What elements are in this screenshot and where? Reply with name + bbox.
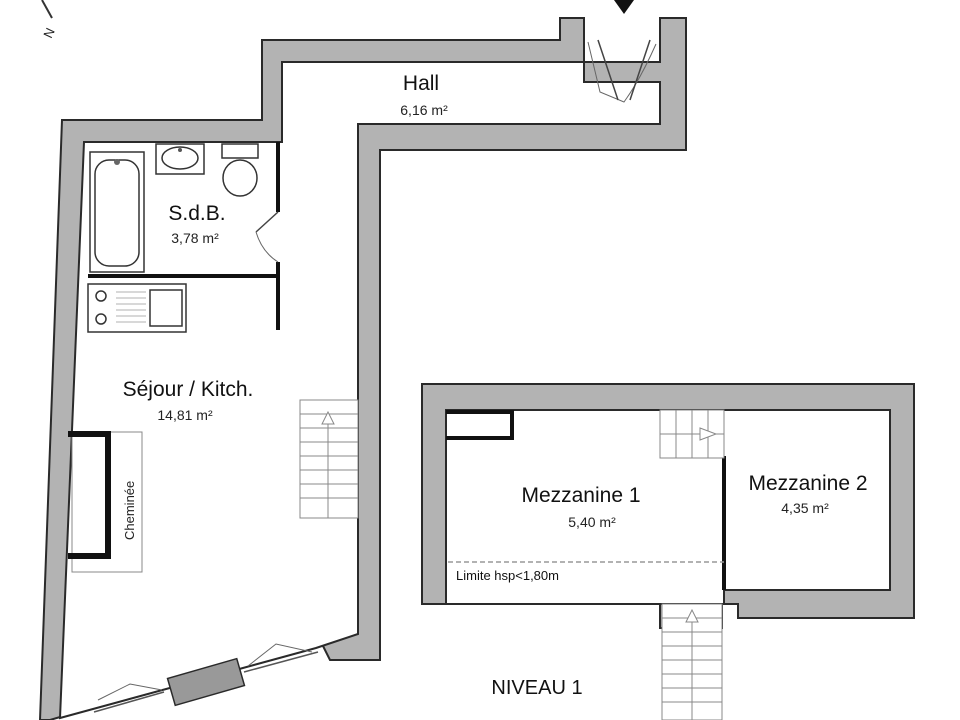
staircase-upper: [299, 399, 359, 519]
bathroom-sink: [155, 143, 205, 175]
room-name-hall: Hall: [403, 72, 439, 95]
room-area-sdb: 3,78 m²: [171, 230, 219, 246]
height-limit-label: Limite hsp<1,80m: [456, 568, 559, 583]
room-area-sejour: 14,81 m²: [157, 407, 213, 423]
staircase-mezzanine-top: [659, 409, 725, 459]
entry-door[interactable]: [587, 39, 657, 103]
toilet: [221, 143, 259, 197]
room-name-sdb: S.d.B.: [168, 202, 225, 225]
room-name-sejour: Séjour / Kitch.: [123, 378, 254, 401]
mezzanine-walls: [421, 383, 915, 629]
bottom-windows: [93, 643, 319, 713]
staircase-mezzanine-bottom: [661, 603, 723, 720]
fireplace-label: Cheminée: [122, 481, 137, 540]
bathroom-walls: [88, 142, 280, 330]
compass-label: N: [40, 26, 58, 41]
compass: N: [40, 0, 58, 40]
bathtub: [89, 151, 145, 273]
room-area-mezzanine-1: 5,40 m²: [568, 514, 616, 530]
level-label: NIVEAU 1: [491, 677, 582, 699]
room-name-mezzanine-1: Mezzanine 1: [521, 484, 640, 507]
fireplace: Cheminée: [68, 431, 143, 573]
room-area-mezzanine-2: 4,35 m²: [781, 500, 829, 516]
room-name-mezzanine-2: Mezzanine 2: [748, 472, 867, 495]
upper-walls: [38, 17, 687, 720]
compass-needle: [41, 0, 53, 19]
entrance-arrow: [614, 0, 634, 14]
kitchen-counter: [87, 283, 187, 333]
room-area-hall: 6,16 m²: [400, 102, 448, 118]
bathroom-door[interactable]: [255, 211, 279, 263]
